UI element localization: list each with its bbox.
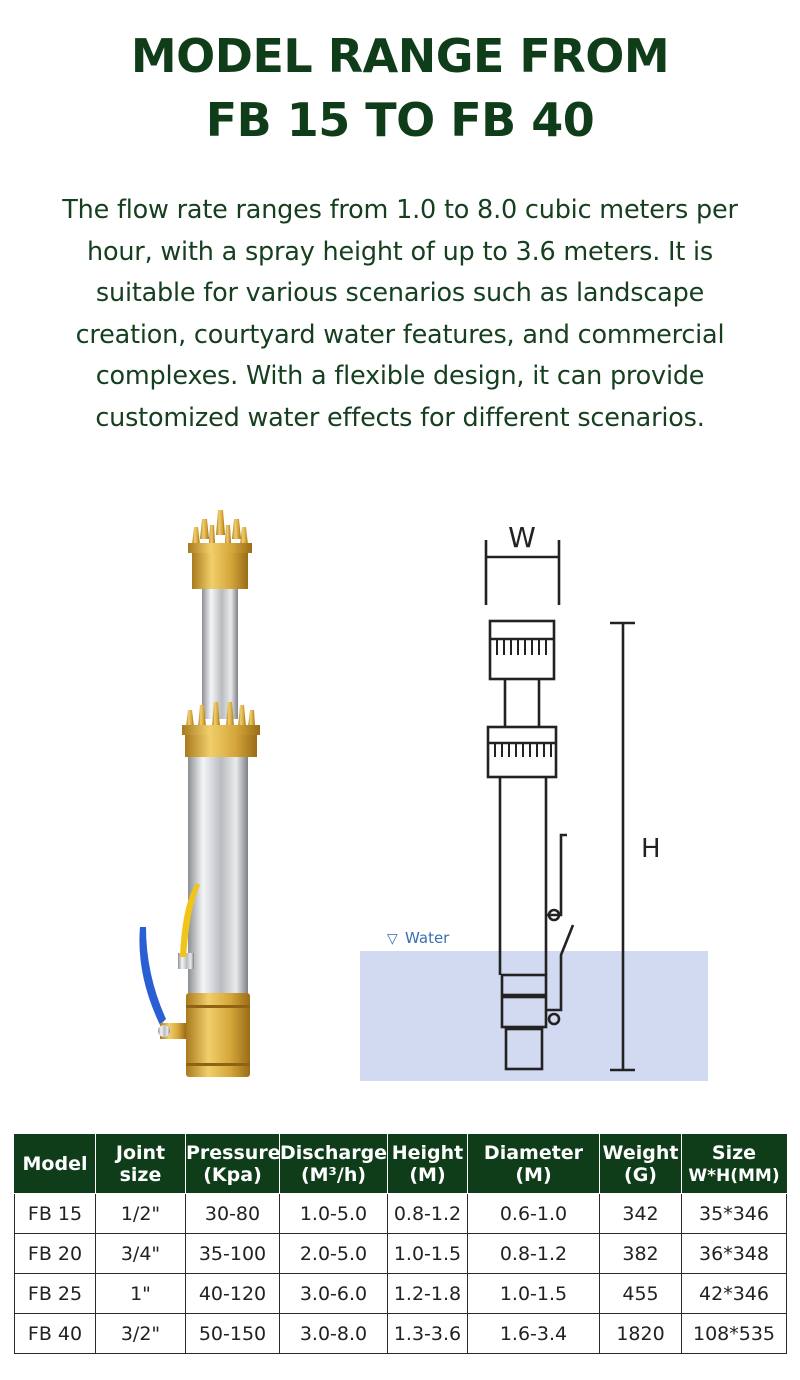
cell-height: 1.0-1.5 — [387, 1233, 468, 1274]
cell-pressure: 35-100 — [185, 1233, 280, 1274]
cell-model: FB 40 — [14, 1313, 96, 1354]
cell-pressure: 30-80 — [185, 1193, 280, 1234]
header-pressure: Pressure(Kpa) — [185, 1134, 281, 1194]
cell-joint-size: 1/2" — [95, 1193, 186, 1234]
main-pipe — [188, 757, 248, 995]
header-discharge: Discharge(M³/h) — [279, 1134, 388, 1194]
water-indicator-icon: ▽ — [387, 931, 398, 947]
cell-size: 108*535 — [681, 1313, 787, 1354]
brass-base — [186, 993, 250, 1077]
cell-pressure: 40-120 — [185, 1273, 280, 1314]
title-line-2: FB 15 TO FB 40 — [205, 93, 595, 147]
cell-joint-size: 3/2" — [95, 1313, 186, 1354]
header-model: Model — [14, 1134, 96, 1194]
table-row: FB 40 3/2" 50-150 3.0-8.0 1.3-3.6 1.6-3.… — [14, 1313, 787, 1354]
dimension-diagram: W H ▽ Water — [360, 521, 708, 1081]
cell-size: 42*346 — [681, 1273, 787, 1314]
cell-diameter: 0.6-1.0 — [467, 1193, 600, 1234]
cell-model: FB 15 — [14, 1193, 96, 1234]
height-label: H — [641, 834, 661, 864]
title-line-1: MODEL RANGE FROM — [130, 29, 670, 83]
cell-weight: 342 — [599, 1193, 682, 1234]
header-height: Height(M) — [387, 1134, 468, 1194]
ball-valve — [139, 883, 200, 1039]
cell-model: FB 20 — [14, 1233, 96, 1274]
cell-size: 35*346 — [681, 1193, 787, 1234]
cell-diameter: 0.8-1.2 — [467, 1233, 600, 1274]
cell-joint-size: 1" — [95, 1273, 186, 1314]
cell-pressure: 50-150 — [185, 1313, 280, 1354]
table-row: FB 15 1/2" 30-80 1.0-5.0 0.8-1.2 0.6-1.0… — [14, 1193, 787, 1234]
upper-pipe — [202, 589, 238, 719]
cell-discharge: 2.0-5.0 — [279, 1233, 388, 1274]
table-row: FB 25 1" 40-120 3.0-6.0 1.2-1.8 1.0-1.5 … — [14, 1273, 787, 1314]
page-title: MODEL RANGE FROM FB 15 TO FB 40 — [0, 24, 800, 152]
cell-weight: 1820 — [599, 1313, 682, 1354]
product-description: The flow rate ranges from 1.0 to 8.0 cub… — [62, 195, 738, 433]
middle-nozzle — [182, 702, 260, 757]
table-row: FB 20 3/4" 35-100 2.0-5.0 1.0-1.5 0.8-1.… — [14, 1233, 787, 1274]
cell-weight: 382 — [599, 1233, 682, 1274]
width-label: W — [508, 521, 536, 554]
top-nozzle — [188, 510, 252, 589]
cell-height: 0.8-1.2 — [387, 1193, 468, 1234]
cell-discharge: 1.0-5.0 — [279, 1193, 388, 1234]
cell-discharge: 3.0-8.0 — [279, 1313, 388, 1354]
cell-height: 1.2-1.8 — [387, 1273, 468, 1314]
water-band — [360, 951, 708, 1081]
cell-joint-size: 3/4" — [95, 1233, 186, 1274]
cell-diameter: 1.6-3.4 — [467, 1313, 600, 1354]
header-diameter: Diameter(M) — [467, 1134, 600, 1194]
product-photo — [139, 510, 260, 1077]
water-label: Water — [405, 929, 450, 947]
cell-height: 1.3-3.6 — [387, 1313, 468, 1354]
cell-size: 36*348 — [681, 1233, 787, 1274]
header-weight: Weight(G) — [599, 1134, 682, 1194]
cell-weight: 455 — [599, 1273, 682, 1314]
cell-discharge: 3.0-6.0 — [279, 1273, 388, 1314]
cell-diameter: 1.0-1.5 — [467, 1273, 600, 1314]
cell-model: FB 25 — [14, 1273, 96, 1314]
